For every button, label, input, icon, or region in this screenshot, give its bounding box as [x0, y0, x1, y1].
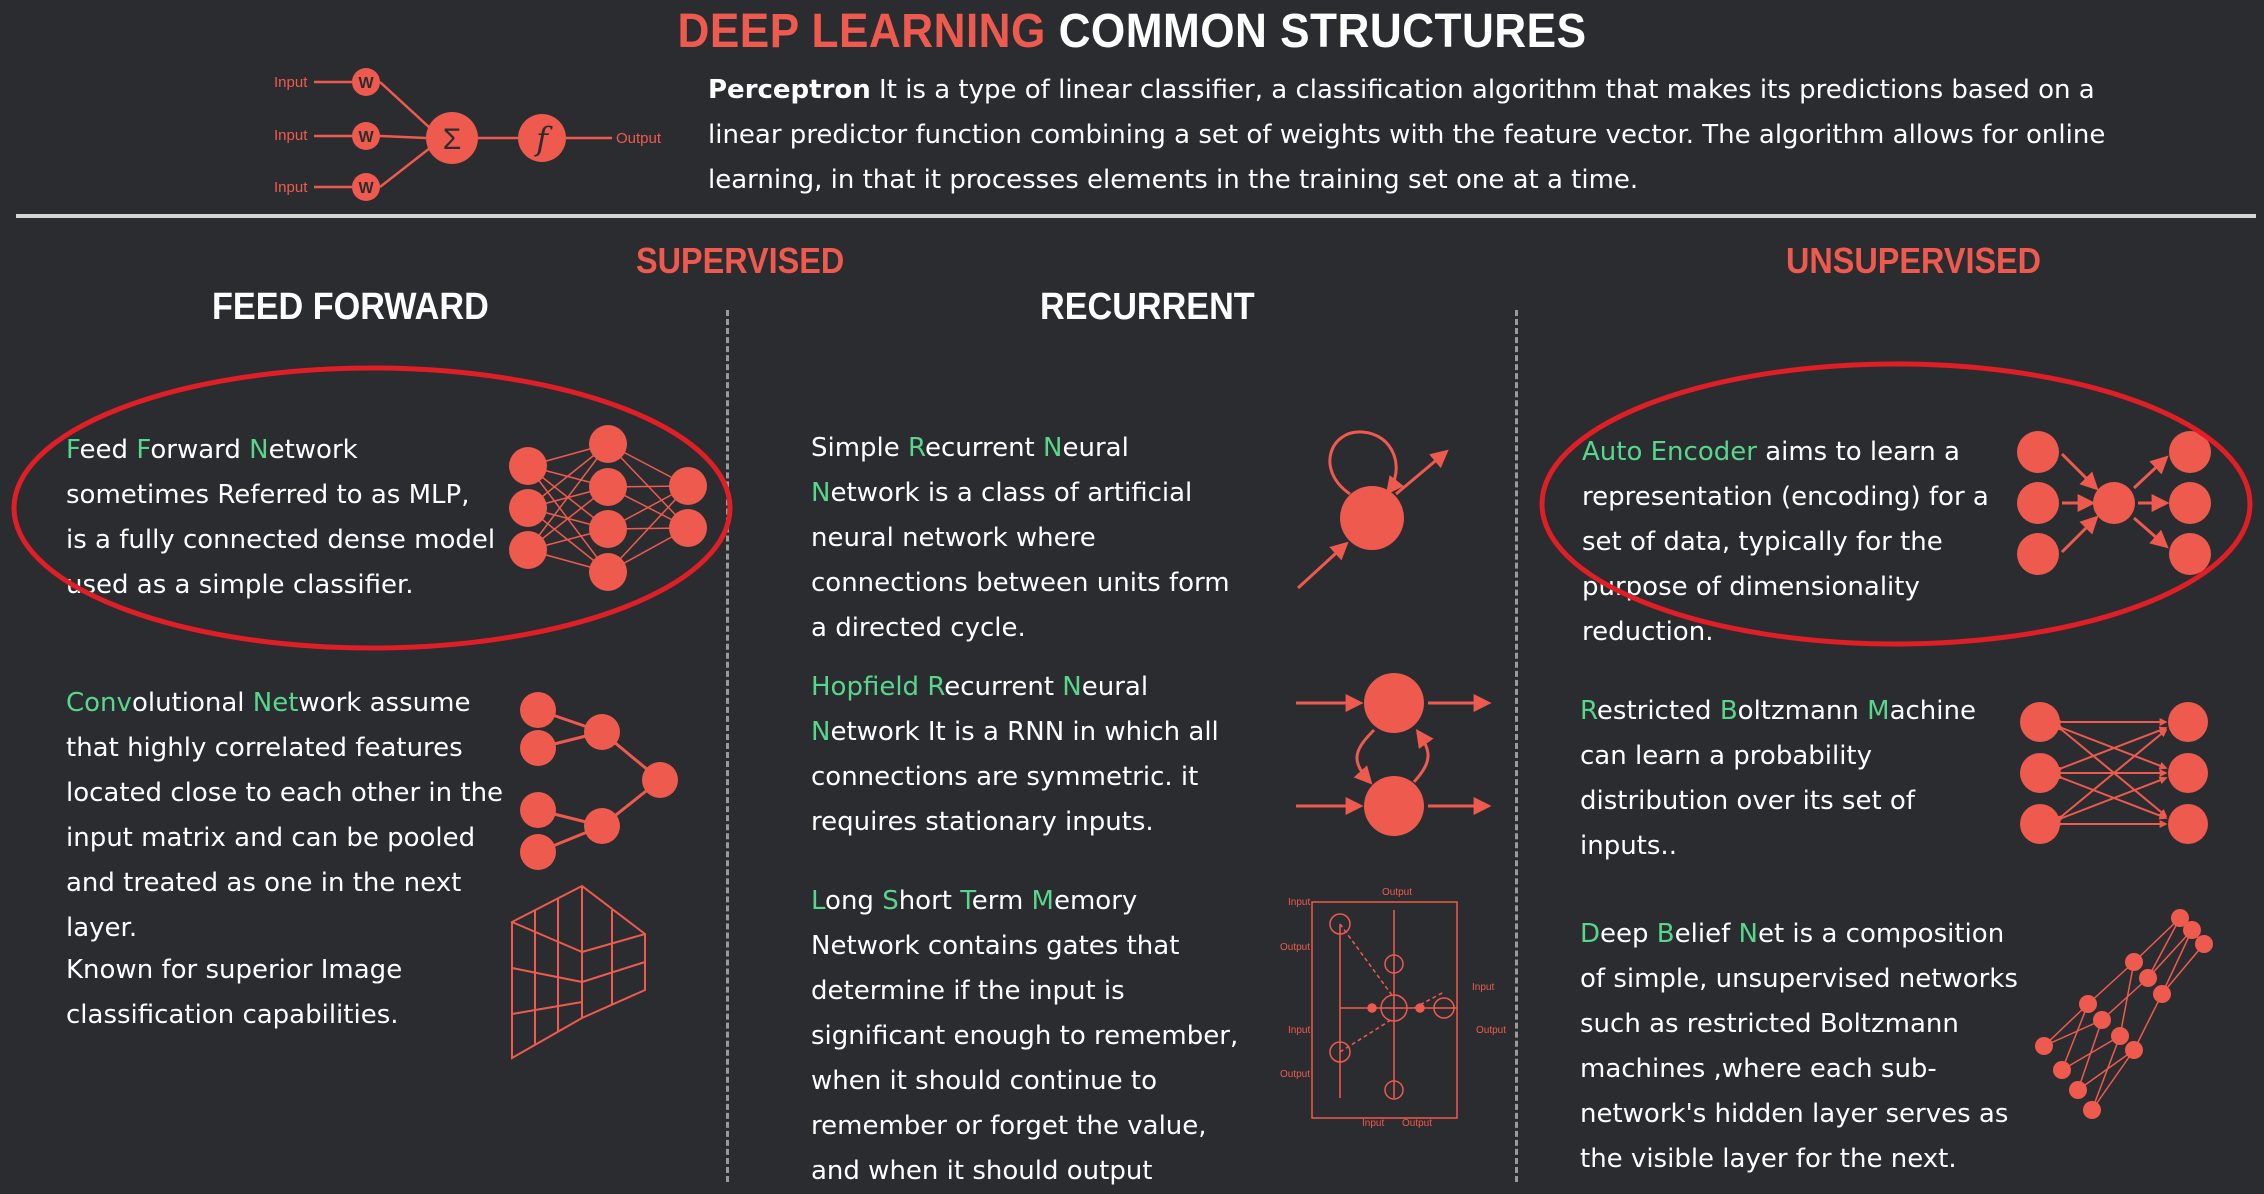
cnn-diagram: [520, 692, 678, 870]
lstm-output-label-5: Output: [1402, 1118, 1432, 1129]
lstm-input-label-1: Input: [1288, 897, 1310, 908]
header-divider: [16, 214, 2256, 218]
lstm-input-label-2: Input: [1472, 982, 1494, 993]
weight-label-1: W: [358, 75, 374, 92]
lstm-diagram: [1311, 901, 1458, 1119]
rbm-diagram: [2020, 702, 2208, 844]
column-recurrent: RECURRENT: [1040, 286, 1255, 328]
autoencoder-diagram: [2017, 431, 2211, 575]
lstm-description: Long Short Term Memory Network contains …: [811, 886, 1239, 1186]
column-feed-forward: FEED FORWARD: [212, 286, 489, 328]
section-unsupervised: UNSUPERVISED: [1786, 240, 2042, 281]
dbn-description: Deep Belief Net is a composition of simp…: [1580, 919, 2018, 1174]
hopfield-diagram: [1296, 673, 1492, 836]
dbn-diagram: [2035, 909, 2213, 1119]
lstm-output-label-4: Output: [1280, 1069, 1310, 1080]
srnn-description: Simple Recurrent Neural Network is a cla…: [811, 433, 1230, 643]
cnn-note: Known for superior Image classification …: [66, 955, 403, 1030]
hopfield-description: Hopfield Recurrent Neural Network It is …: [811, 672, 1219, 837]
sum-symbol: Σ: [443, 123, 462, 156]
perceptron-description: Perceptron It is a type of linear classi…: [708, 75, 2106, 195]
weight-label-2: W: [358, 129, 374, 146]
ffn-highlight-ellipse: [11, 365, 733, 651]
rbm-description: Restricted Boltzmann Machine can learn a…: [1580, 696, 1976, 861]
weight-label-3: W: [358, 180, 374, 197]
lstm-input-label-4: Input: [1362, 1118, 1384, 1129]
ffn-description: Feed Forward Network sometimes Referred …: [66, 435, 496, 600]
column-divider-2: [1515, 310, 1518, 1182]
lstm-input-label-3: Input: [1288, 1025, 1310, 1036]
srnn-diagram: [1296, 430, 1449, 590]
page-title: DEEP LEARNING COMMON STRUCTURES: [677, 5, 1587, 58]
ffn-diagram: [509, 425, 707, 591]
convolution-grid-icon: [511, 884, 646, 1060]
section-supervised: SUPERVISED: [636, 240, 845, 281]
lstm-output-label-1: Output: [1280, 942, 1310, 953]
perceptron-output-label: Output: [616, 130, 662, 147]
autoencoder-highlight-ellipse: [1539, 361, 2253, 647]
perceptron-input-label-2: Input: [274, 127, 308, 144]
autoencoder-description: Auto Encoder aims to learn a representat…: [1582, 437, 1989, 647]
perceptron-input-label-1: Input: [274, 74, 308, 91]
lstm-output-label-2: Output: [1382, 887, 1412, 898]
cnn-description: Convolutional Network assume that highly…: [66, 688, 504, 943]
perceptron-input-label-3: Input: [274, 179, 308, 196]
lstm-output-label-3: Output: [1476, 1025, 1506, 1036]
column-divider-1: [726, 310, 729, 1182]
